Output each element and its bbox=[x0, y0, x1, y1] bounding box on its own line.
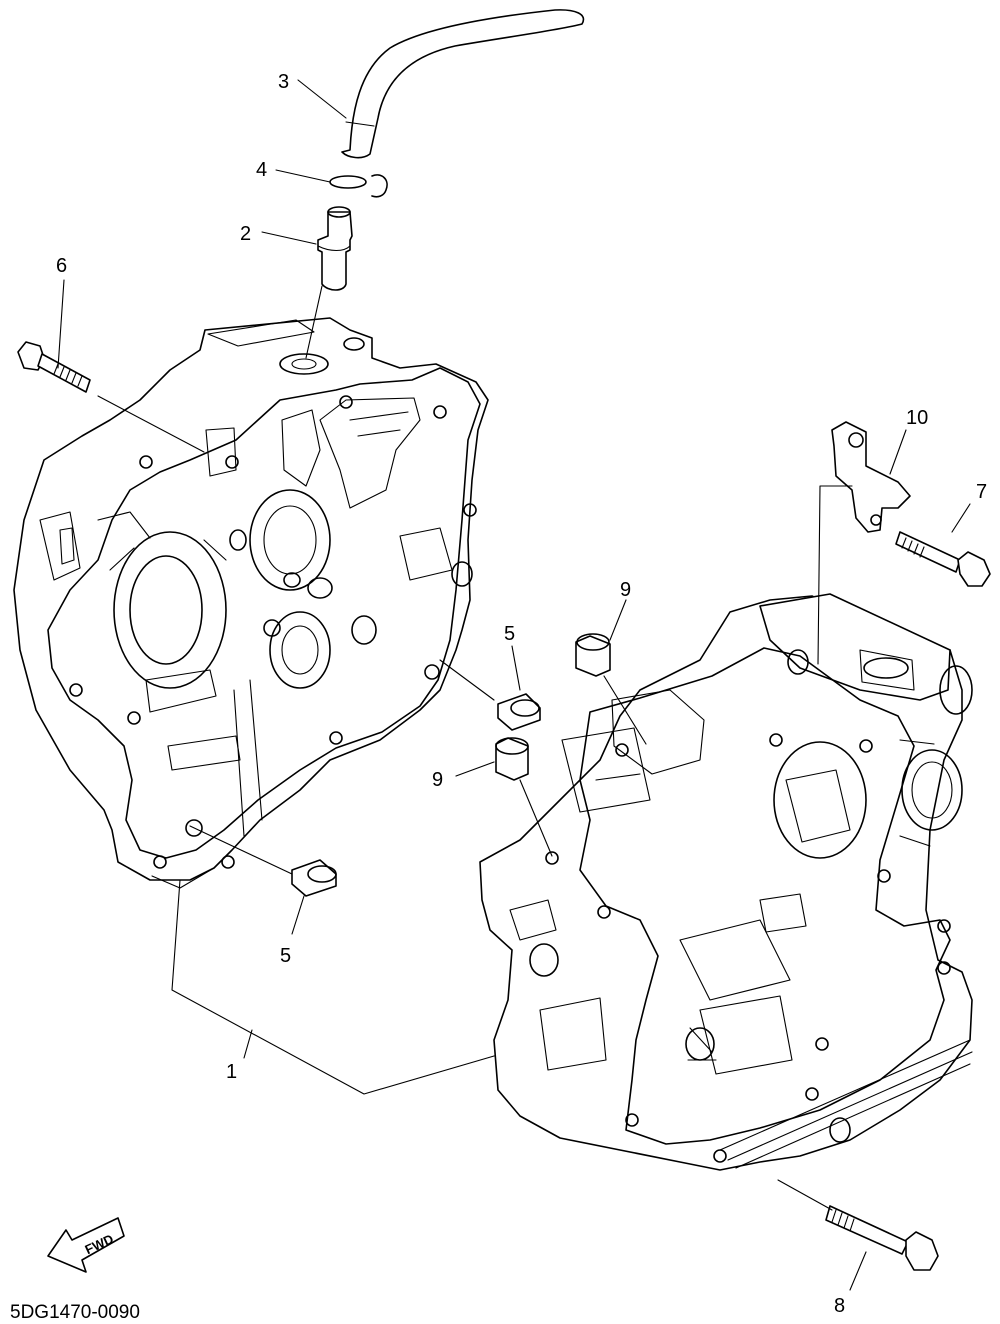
bolt-6 bbox=[17, 341, 91, 393]
callout-8: 8 bbox=[834, 1295, 845, 1317]
dowel-pin-5-upper bbox=[497, 693, 541, 731]
callout-10: 10 bbox=[906, 407, 928, 429]
leader-lines bbox=[57, 79, 971, 1291]
dowel-9-lower bbox=[495, 737, 529, 781]
breather-pipe bbox=[317, 206, 353, 291]
callout-1: 1 bbox=[226, 1061, 237, 1083]
callout-3: 3 bbox=[278, 71, 289, 93]
hose-clip bbox=[329, 174, 388, 198]
callout-4: 4 bbox=[256, 159, 267, 181]
breather-hose bbox=[341, 9, 585, 159]
callout-2: 2 bbox=[240, 223, 251, 245]
callout-6: 6 bbox=[56, 255, 67, 277]
dowel-9-upper bbox=[575, 633, 611, 677]
bolt-8 bbox=[825, 1205, 939, 1271]
part-code: 5DG1470-0090 bbox=[10, 1302, 140, 1323]
callout-7: 7 bbox=[976, 481, 987, 503]
dowel-pin-5-lower bbox=[291, 859, 337, 897]
bolt-7 bbox=[895, 531, 991, 587]
callout-9-upper: 9 bbox=[620, 579, 631, 601]
fwd-arrow-icon: FWD bbox=[47, 1217, 125, 1273]
bracket-10 bbox=[831, 421, 911, 533]
right-crankcase bbox=[479, 593, 973, 1171]
callout-5-upper: 5 bbox=[504, 623, 515, 645]
left-crankcase bbox=[13, 317, 489, 889]
callout-5-lower: 5 bbox=[280, 945, 291, 967]
callout-9-lower: 9 bbox=[432, 769, 443, 791]
